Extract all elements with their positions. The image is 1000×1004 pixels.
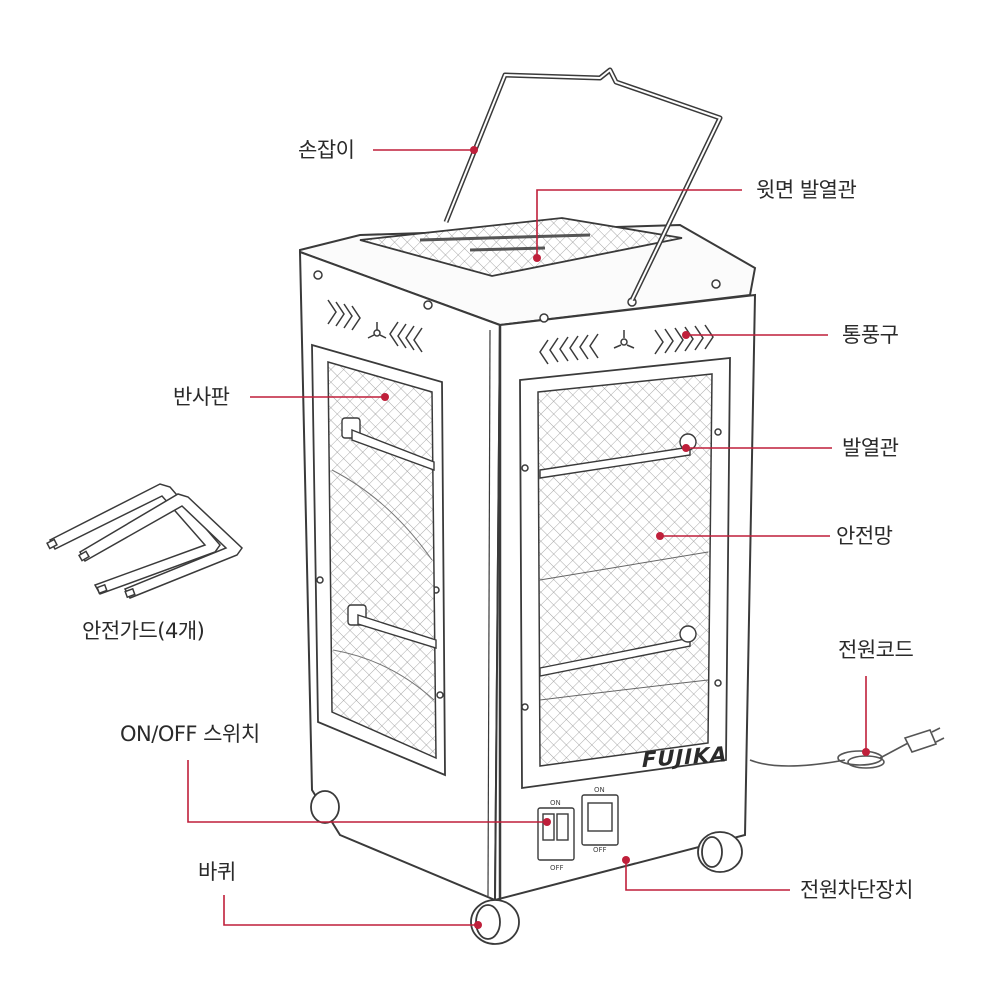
panel-screws bbox=[313, 270, 722, 711]
callout-lines bbox=[187, 149, 867, 926]
label-top-heater: 윗면 발열관 bbox=[756, 178, 857, 202]
label-power-cord: 전원코드 bbox=[838, 638, 914, 662]
top-heater-grille bbox=[359, 217, 683, 277]
onoff-switch[interactable] bbox=[537, 807, 575, 861]
switch-off-label-1: OFF bbox=[550, 864, 564, 872]
brand-logo: FUJIKA bbox=[642, 741, 728, 772]
front-window-frame bbox=[519, 356, 731, 790]
safety-guard-parts bbox=[46, 483, 243, 599]
label-wheel: 바퀴 bbox=[198, 860, 236, 884]
label-handle: 손잡이 bbox=[298, 138, 355, 162]
label-vent: 통풍구 bbox=[842, 323, 899, 347]
label-onoff-switch: ON/OFF 스위치 bbox=[120, 722, 260, 746]
label-reflector: 반사판 bbox=[173, 385, 230, 409]
switch-off-label-2: OFF bbox=[593, 846, 607, 854]
wheels bbox=[310, 790, 743, 945]
switch-on-label-2: ON bbox=[594, 786, 605, 794]
label-safety-guard: 안전가드(4개) bbox=[82, 619, 205, 643]
power-cord bbox=[749, 727, 945, 769]
label-safety-mesh: 안전망 bbox=[836, 524, 893, 548]
switch-on-label-1: ON bbox=[550, 799, 561, 807]
label-cutoff-device: 전원차단장치 bbox=[800, 878, 913, 902]
label-heater-tube: 발열관 bbox=[842, 436, 899, 460]
cutoff-switch bbox=[581, 794, 619, 846]
front-vent bbox=[539, 324, 714, 365]
front-window-mesh bbox=[537, 373, 713, 767]
left-window-frame bbox=[311, 343, 446, 777]
left-vent bbox=[327, 299, 423, 353]
callout-dots bbox=[381, 146, 870, 929]
